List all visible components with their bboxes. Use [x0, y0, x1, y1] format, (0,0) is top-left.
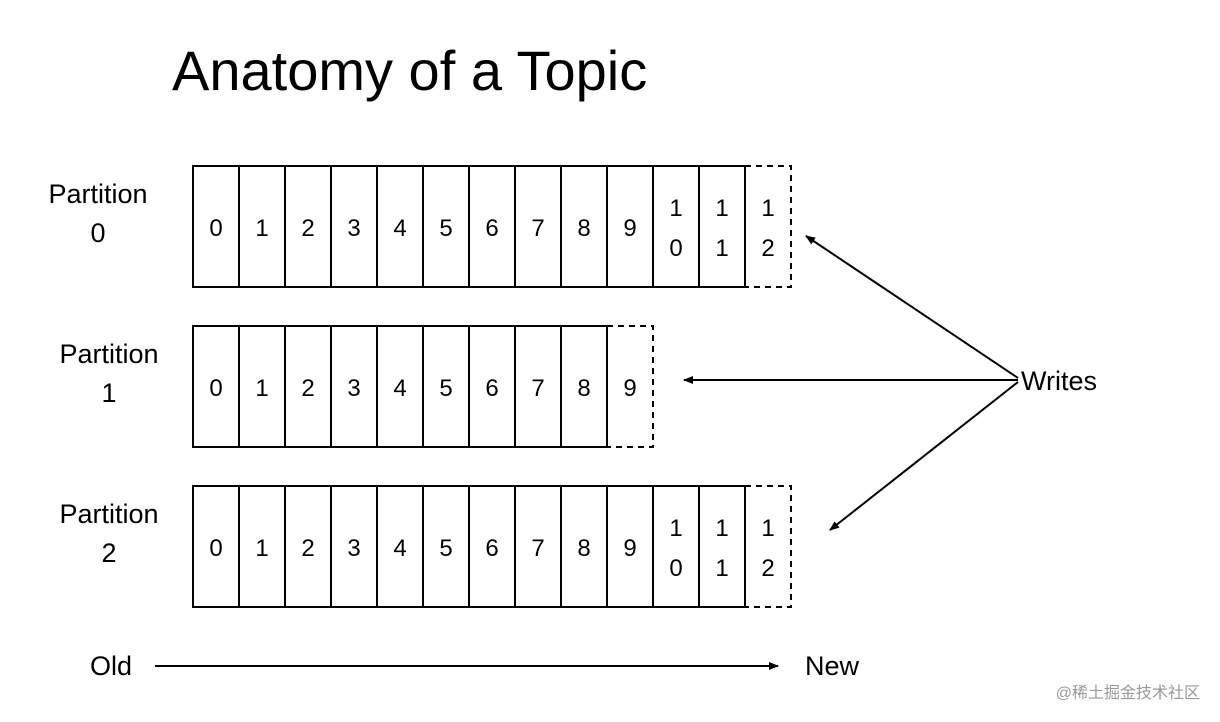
timeline-new-label: New: [805, 651, 860, 681]
pending-offset-number: 9: [623, 375, 636, 402]
offset-number: 3: [347, 375, 360, 402]
offset-number: 4: [393, 375, 406, 402]
writes-arrows-group: [683, 235, 1019, 531]
pending-log-cell: [607, 325, 654, 448]
pending-log-cell: [745, 165, 792, 288]
log-cell: [560, 325, 608, 448]
offset-number: 6: [485, 535, 498, 562]
offset-number: 3: [347, 215, 360, 242]
write-arrow-partition-0: [805, 235, 1019, 379]
offset-number: 3: [347, 535, 360, 562]
offset-number: 7: [531, 535, 544, 562]
partition-label-line1: Partition: [59, 499, 158, 529]
offset-number: 9: [623, 215, 636, 242]
offset-number: 6: [485, 375, 498, 402]
partition-label: Partition 2: [59, 499, 158, 568]
offset-number: 0: [209, 215, 222, 242]
offset-number: 9: [623, 535, 636, 562]
offset-number: 1: [255, 215, 268, 242]
log-cell: [652, 485, 700, 608]
offset-number: 2: [301, 535, 314, 562]
offset-number: 4: [393, 215, 406, 242]
offset-number: 4: [393, 535, 406, 562]
offset-number: 1: [255, 535, 268, 562]
partition-row: Partition 1 0 1 2 3 4 5 6 7 8 9: [59, 325, 654, 448]
offset-number: 2: [301, 375, 314, 402]
offset-number: 2: [301, 215, 314, 242]
partition-label-line2: 2: [101, 538, 116, 568]
offset-number: 8: [577, 215, 590, 242]
offset-number: 8: [577, 535, 590, 562]
offset-number: 5: [439, 535, 452, 562]
writes-label: Writes: [1021, 366, 1097, 396]
offset-number: 8: [577, 375, 590, 402]
offset-number: 1: [255, 375, 268, 402]
offset-number: 5: [439, 215, 452, 242]
offset-number: 0: [209, 535, 222, 562]
watermark: @稀土掘金技术社区: [1056, 684, 1200, 702]
partition-label-line1: Partition: [48, 179, 147, 209]
offset-number: 5: [439, 375, 452, 402]
partition-label: Partition 0: [48, 179, 147, 248]
offset-number: 0: [209, 375, 222, 402]
log-cell: [698, 165, 746, 288]
offset-number: 7: [531, 215, 544, 242]
partition-label-line2: 1: [101, 378, 116, 408]
log-cell: [652, 165, 700, 288]
partition-label-line1: Partition: [59, 339, 158, 369]
timeline-old-label: Old: [90, 651, 132, 681]
diagram-title: Anatomy of a Topic: [172, 39, 647, 102]
partition-label: Partition 1: [59, 339, 158, 408]
log-cell: [698, 485, 746, 608]
partition-label-line2: 0: [90, 218, 105, 248]
offset-number: 7: [531, 375, 544, 402]
pending-log-cell: [745, 485, 792, 608]
write-arrow-partition-2: [829, 381, 1019, 531]
offset-number: 6: [485, 215, 498, 242]
